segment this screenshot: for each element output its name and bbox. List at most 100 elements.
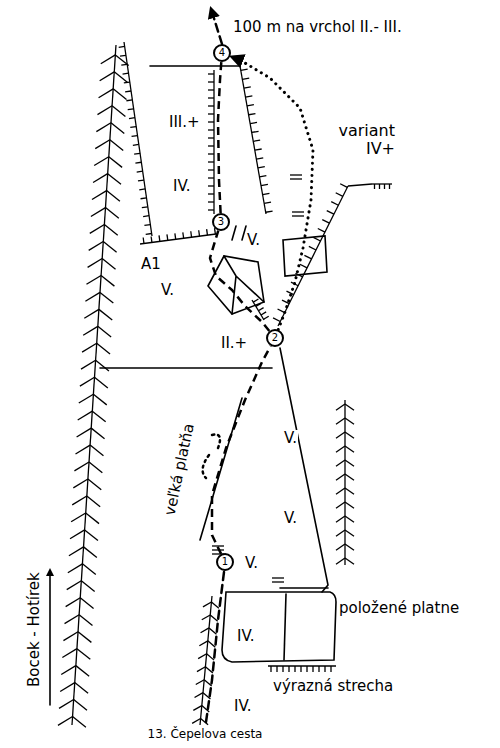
hatch-stroke — [67, 581, 82, 590]
hatch-stroke — [336, 460, 345, 466]
crack-mark — [232, 226, 246, 240]
hatch-stroke — [345, 404, 354, 410]
hatch-stroke — [208, 113, 214, 114]
hatch-stroke — [201, 628, 209, 633]
hatch-stroke — [126, 99, 132, 101]
hatch-stroke — [208, 73, 214, 74]
hatch-stroke — [79, 615, 92, 626]
hatch-stroke — [273, 318, 280, 322]
hatch-stroke — [294, 666, 295, 672]
hatch-stroke — [146, 233, 152, 235]
hatch-stroke — [208, 153, 214, 154]
hatch-stroke — [345, 544, 354, 550]
wall-line — [124, 42, 152, 236]
station-number: 4 — [219, 48, 225, 58]
hatch-stroke — [98, 326, 111, 337]
hatch-stroke — [174, 233, 176, 239]
hatch-stroke — [324, 666, 325, 672]
hatch-stroke — [97, 106, 112, 115]
hatch-stroke — [196, 680, 204, 685]
ledge — [100, 367, 272, 369]
hatch-stroke — [249, 114, 256, 115]
route-line — [212, 346, 271, 554]
hatch-stroke — [253, 140, 260, 141]
hatch-stroke — [198, 654, 206, 659]
hatch-stroke — [264, 316, 269, 319]
station-number: 2 — [272, 333, 278, 343]
hatch-stroke — [330, 666, 331, 672]
hatch-stroke — [110, 140, 123, 151]
hatch-stroke — [190, 231, 192, 237]
hatch-stroke — [129, 117, 135, 119]
grade: V. — [246, 232, 261, 249]
hatch-stroke — [210, 615, 217, 621]
slab-crack — [200, 398, 242, 540]
hatch-stroke — [202, 706, 209, 712]
hatch-stroke — [65, 615, 80, 624]
route-line — [218, 62, 221, 213]
hatch-stroke — [345, 418, 354, 424]
hatch-stroke — [138, 179, 144, 181]
hatch-stroke — [205, 667, 212, 673]
hatch-stroke — [120, 55, 126, 57]
hatch-stroke — [69, 547, 84, 556]
hatch-stroke — [68, 564, 83, 573]
hatch-stroke — [318, 229, 325, 233]
dotted-loop — [203, 455, 209, 478]
hatch-stroke — [81, 581, 94, 592]
hatch-stroke — [300, 264, 307, 268]
hatch-stroke — [263, 193, 270, 194]
upper-edge — [150, 65, 240, 67]
hatch-stroke — [85, 292, 100, 301]
hatch-stroke — [166, 234, 168, 240]
hatch-stroke — [336, 530, 345, 536]
hatch-stroke — [130, 126, 136, 128]
hatch-stroke — [345, 488, 354, 494]
slab-split — [284, 594, 286, 660]
hatch-stroke — [206, 229, 208, 235]
tick-mark — [272, 581, 284, 582]
hatch-stroke — [77, 428, 92, 437]
tick-mark — [290, 178, 302, 179]
hatch-stroke — [72, 496, 87, 505]
hatch-stroke — [114, 72, 127, 83]
hatch-stroke — [336, 432, 345, 438]
tick-mark — [212, 545, 224, 546]
hatch-stroke — [128, 108, 134, 110]
hatch-stroke — [58, 717, 73, 726]
hatch-stroke — [123, 73, 129, 75]
hatch-stroke — [201, 719, 208, 725]
hatch-stroke — [203, 602, 211, 607]
hatch-stroke — [107, 191, 120, 202]
hatch-stroke — [208, 641, 215, 647]
hatch-stroke — [345, 432, 354, 438]
hatch-stroke — [336, 418, 345, 424]
hatch-stroke — [139, 188, 145, 190]
hatch-stroke — [282, 666, 283, 672]
hatch-stroke — [312, 666, 313, 672]
hatch-stroke — [336, 474, 345, 480]
grade: II.+ — [220, 335, 248, 352]
belay-station: 2 — [266, 329, 284, 347]
station-number: 3 — [218, 217, 224, 227]
wall-line — [278, 186, 348, 326]
hatch-stroke — [208, 201, 214, 202]
grade: V. — [283, 510, 298, 527]
hatch-stroke — [309, 246, 316, 250]
hatch-stroke — [105, 208, 118, 219]
hatch-stroke — [261, 184, 268, 185]
hatch-stroke — [211, 602, 218, 608]
hatch-stroke — [85, 530, 98, 541]
hatch-stroke — [70, 530, 85, 539]
hatch-stroke — [86, 513, 99, 524]
hatch-stroke — [208, 169, 214, 170]
hatch-stroke — [60, 683, 75, 692]
hatch-stroke — [208, 137, 214, 138]
hatch-stroke — [389, 184, 390, 189]
hatch-stroke — [93, 174, 108, 183]
hatch-stroke — [91, 208, 106, 217]
hatch-stroke — [261, 312, 266, 315]
hatch-stroke — [113, 89, 126, 100]
hatch-stroke — [141, 197, 147, 199]
